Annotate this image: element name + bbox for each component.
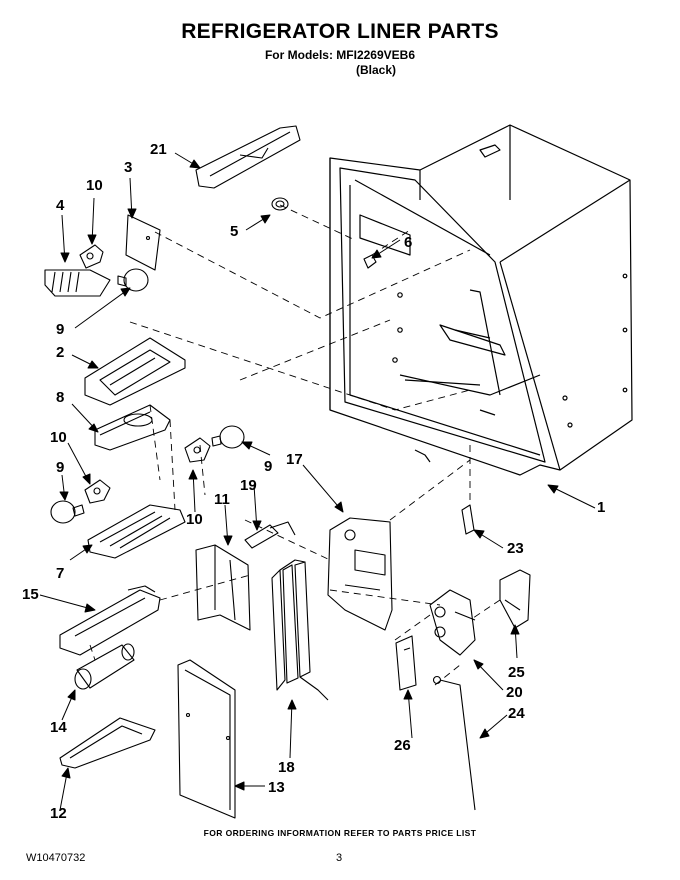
refrigerator-liner-assembly: [329, 124, 633, 476]
callout-26: 26: [394, 737, 411, 754]
part-3-light-shield: [125, 214, 161, 271]
callout-4: 4: [56, 197, 65, 214]
callout-1: 1: [597, 499, 606, 516]
callout-25: 25: [508, 664, 525, 681]
callout-leaders: [39, 152, 596, 811]
page-number: 3: [336, 852, 343, 864]
callout-18: 18: [278, 759, 295, 776]
callout-7: 7: [56, 565, 65, 582]
part-8-dispenser-cover: [94, 404, 171, 451]
callout-3: 3: [124, 159, 133, 176]
callout-9-upper: 9: [56, 321, 65, 338]
callout-20: 20: [506, 684, 523, 701]
callout-5: 5: [230, 223, 239, 240]
part-11-duct: [195, 544, 251, 631]
callout-23: 23: [507, 540, 524, 557]
part-10-lamp-socket-lower-left: [84, 479, 111, 504]
callout-12: 12: [50, 805, 67, 822]
part-17-control-housing: [327, 517, 393, 631]
part-10-lamp-socket-upper: [79, 244, 104, 269]
callout-17: 17: [286, 451, 303, 468]
callout-2: 2: [56, 344, 65, 361]
part-4-light-lens: [44, 269, 111, 297]
callout-14: 14: [50, 719, 67, 736]
part-14-water-filter: [74, 643, 135, 690]
callout-10-upper: 10: [86, 177, 103, 194]
part-20-water-valve: [429, 589, 476, 656]
document-number: W10470732: [26, 852, 86, 864]
part-23-switch: [461, 504, 475, 535]
part-19-thermistor: [244, 521, 296, 549]
callout-13: 13: [268, 779, 285, 796]
part-9-bulb-middle: [211, 425, 245, 449]
part-18-heater: [271, 559, 329, 701]
callout-21: 21: [150, 141, 167, 158]
callout-19: 19: [240, 477, 257, 494]
part-5-damper-knob: [271, 197, 289, 211]
callout-11: 11: [214, 491, 230, 508]
part-12-filter-door: [59, 717, 156, 769]
part-2-light-housing: [84, 337, 186, 406]
model-line: For Models: MFI2269VEB6: [264, 48, 416, 62]
part-15-filter-housing: [59, 585, 161, 656]
ordering-note: FOR ORDERING INFORMATION REFER TO PARTS …: [203, 828, 477, 838]
part-10-lamp-socket-middle: [184, 437, 211, 463]
callout-8: 8: [56, 389, 65, 406]
part-24-water-tube: [432, 675, 476, 811]
part-21-duct-cover: [195, 125, 301, 189]
assembly-dashed-lines: [89, 204, 501, 686]
callout-10-middle: 10: [186, 511, 203, 528]
part-9-bulb-upper: [117, 268, 149, 292]
callout-6: 6: [404, 234, 413, 251]
part-7-light-grille: [87, 504, 186, 559]
part-26-bracket: [395, 635, 417, 691]
callout-15: 15: [22, 586, 39, 603]
callout-9-middle: 9: [264, 458, 273, 475]
part-25-bracket: [499, 569, 531, 629]
part-13-trim-panel: [177, 659, 236, 819]
page-title: REFRIGERATOR LINER PARTS: [181, 20, 499, 43]
color-line: (Black): [356, 63, 397, 77]
callout-9-lower-left: 9: [56, 459, 65, 476]
callout-24: 24: [508, 705, 525, 722]
part-9-bulb-lower-left: [50, 500, 85, 524]
callout-10-left: 10: [50, 429, 67, 446]
part-6-clip: [363, 254, 377, 269]
